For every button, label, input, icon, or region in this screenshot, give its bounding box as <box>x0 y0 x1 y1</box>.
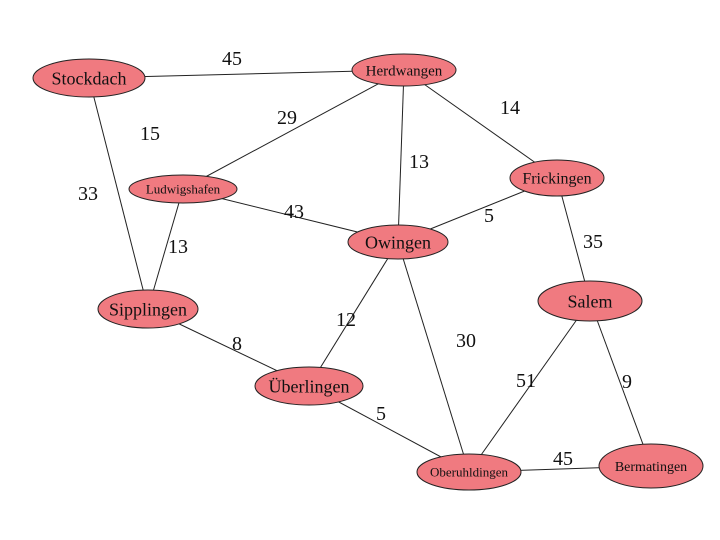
node-ellipse-oberuhldingen <box>416 453 522 491</box>
edge-weight-herdwangen-ludwigshafen: 29 <box>277 107 297 129</box>
edge-owingen-ueberlingen <box>308 241 399 387</box>
node-ueberlingen: Überlingen <box>254 366 364 406</box>
node-label-herdwangen: Herdwangen <box>366 63 443 79</box>
edge-weight-owingen-frickingen: 5 <box>484 205 494 227</box>
node-ellipse-ludwigshafen <box>128 174 238 204</box>
node-sipplingen: Sipplingen <box>97 289 199 329</box>
edge-owingen-oberuhldingen <box>397 241 470 473</box>
node-label-ludwigshafen: Ludwigshafen <box>146 182 221 197</box>
node-ellipse-bermatingen <box>598 443 704 489</box>
node-oberuhldingen: Oberuhldingen <box>416 453 522 491</box>
edge-weight-ludwigshafen-sipplingen: 13 <box>168 236 188 258</box>
node-ellipse-ueberlingen <box>254 366 364 406</box>
node-ellipse-stockdach <box>32 58 146 98</box>
node-label-salem: Salem <box>568 291 613 311</box>
edge-herdwangen-ludwigshafen <box>182 69 405 190</box>
node-stockdach: Stockdach <box>32 58 146 98</box>
floating-weight-label: 15 <box>140 123 160 145</box>
edge-weight-oberuhldingen-bermatingen: 45 <box>553 448 573 470</box>
edge-frickingen-salem <box>556 177 591 302</box>
edge-weight-salem-bermatingen: 9 <box>622 371 632 393</box>
edge-salem-oberuhldingen <box>468 300 591 473</box>
node-label-oberuhldingen: Oberuhldingen <box>430 465 508 480</box>
node-ellipse-owingen <box>347 224 449 260</box>
node-label-bermatingen: Bermatingen <box>615 460 687 475</box>
node-label-stockdach: Stockdach <box>52 68 127 88</box>
node-ellipse-sipplingen <box>97 289 199 329</box>
node-label-ueberlingen: Überlingen <box>269 376 350 396</box>
node-label-frickingen: Frickingen <box>522 171 591 188</box>
edge-weight-sipplingen-ueberlingen: 8 <box>232 333 242 355</box>
node-label-owingen: Owingen <box>365 232 431 252</box>
node-ludwigshafen: Ludwigshafen <box>128 174 238 204</box>
edge-weight-stockdach-herdwangen: 45 <box>222 48 242 70</box>
edge-weight-herdwangen-frickingen: 14 <box>500 97 520 119</box>
edge-weight-owingen-ueberlingen: 12 <box>336 309 356 331</box>
node-salem: Salem <box>537 280 643 322</box>
node-bermatingen: Bermatingen <box>598 443 704 489</box>
edge-stockdach-sipplingen <box>88 77 149 310</box>
node-ellipse-herdwangen <box>351 53 457 87</box>
edge-weight-salem-oberuhldingen: 51 <box>516 370 536 392</box>
node-label-sipplingen: Sipplingen <box>109 299 187 319</box>
edge-ludwigshafen-sipplingen <box>147 188 184 310</box>
edge-herdwangen-frickingen <box>403 69 558 179</box>
edge-weight-ludwigshafen-owingen: 43 <box>284 201 304 223</box>
weights-layer: 45 33 29 13 14 43 13 5 12 30 35 8 5 51 9 45 <box>78 48 632 470</box>
edge-weight-owingen-oberuhldingen: 30 <box>456 330 476 352</box>
edge-weight-herdwangen-owingen: 13 <box>409 151 429 173</box>
node-ellipse-frickingen <box>509 159 605 197</box>
node-herdwangen: Herdwangen <box>351 53 457 87</box>
edge-salem-bermatingen <box>589 300 652 467</box>
edges-layer <box>88 69 652 473</box>
edge-herdwangen-owingen <box>397 69 405 243</box>
node-frickingen: Frickingen <box>509 159 605 197</box>
floating-layer: 15 <box>140 123 160 145</box>
edge-weight-ueberlingen-oberuhldingen: 5 <box>376 403 386 425</box>
edge-weight-frickingen-salem: 35 <box>583 231 603 253</box>
edge-weight-stockdach-sipplingen: 33 <box>78 183 98 205</box>
node-ellipse-salem <box>537 280 643 322</box>
node-owingen: Owingen <box>347 224 449 260</box>
